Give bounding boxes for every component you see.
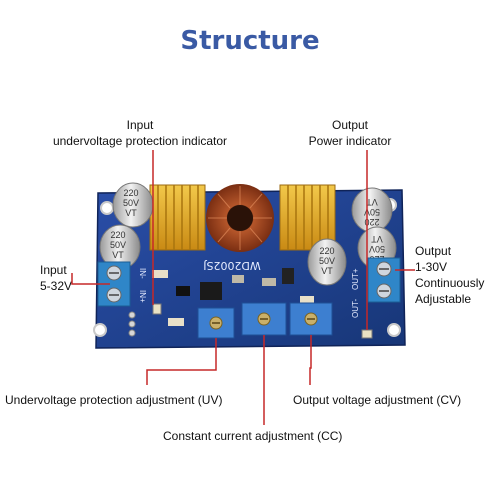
- svg-text:220: 220: [319, 246, 334, 256]
- svg-text:220: 220: [364, 217, 379, 227]
- smd-component: [232, 275, 244, 283]
- cv-adjust-label: Output voltage adjustment (CV): [293, 393, 462, 407]
- svg-text:220: 220: [123, 188, 138, 198]
- smd-component: [262, 278, 276, 286]
- cc-trimpot: [241, 302, 287, 336]
- svg-text:50V: 50V: [369, 244, 385, 254]
- output-power-indicator-label: Output Power indicator: [308, 118, 392, 148]
- leader-lines: [71, 150, 415, 425]
- capacitor-top-right: 220 50V VT: [351, 187, 393, 233]
- left-heatsink: [149, 184, 206, 251]
- svg-text:220: 220: [110, 230, 125, 240]
- svg-text:VT: VT: [125, 208, 137, 218]
- output-power-led: [361, 329, 373, 339]
- svg-text:50V: 50V: [364, 207, 380, 217]
- input-label: Input 5-32V: [40, 263, 73, 293]
- smd-component: [176, 286, 190, 296]
- svg-text:50V: 50V: [110, 240, 126, 250]
- mounting-hole: [387, 323, 401, 337]
- out-minus-marking: OUT-: [351, 299, 360, 318]
- mounting-hole: [100, 201, 114, 215]
- smd-component: [300, 296, 314, 304]
- in-plus-marking: IN+: [138, 290, 147, 303]
- capacitor-mid-left: 220 50V VT: [99, 224, 141, 270]
- inductor-coil: [206, 184, 274, 252]
- smd-component: [282, 268, 294, 284]
- smd-component: [152, 270, 168, 278]
- header-pins: [128, 311, 136, 337]
- input-uv-indicator-label: Input undervoltage protection indicator: [52, 118, 228, 148]
- capacitor-center: 220 50V VT: [307, 238, 347, 286]
- smd-component: [168, 318, 184, 326]
- mounting-hole: [93, 323, 107, 337]
- out-plus-marking: OUT+: [351, 268, 360, 290]
- svg-text:VT: VT: [366, 197, 378, 207]
- uv-trimpot: [197, 307, 235, 339]
- svg-text:VT: VT: [371, 234, 383, 244]
- in-minus-marking: IN-: [138, 268, 147, 279]
- svg-text:50V: 50V: [123, 198, 139, 208]
- svg-text:VT: VT: [112, 250, 124, 260]
- smd-component: [200, 282, 222, 300]
- input-uv-led: [152, 303, 162, 315]
- svg-text:VT: VT: [321, 266, 333, 276]
- chip-marking: WD2002SJ: [203, 259, 261, 272]
- uv-adjust-label: Undervoltage protection adjustment (UV): [5, 393, 223, 407]
- page-title: Structure: [180, 26, 320, 56]
- capacitor-top-left: 220 50V VT: [112, 182, 154, 228]
- output-label: Output 1-30V Continuously Adjustable: [415, 244, 485, 306]
- cv-trimpot: [289, 302, 333, 336]
- output-terminal-block: [367, 257, 401, 303]
- cc-adjust-label: Constant current adjustment (CC): [163, 429, 343, 443]
- svg-text:50V: 50V: [319, 256, 335, 266]
